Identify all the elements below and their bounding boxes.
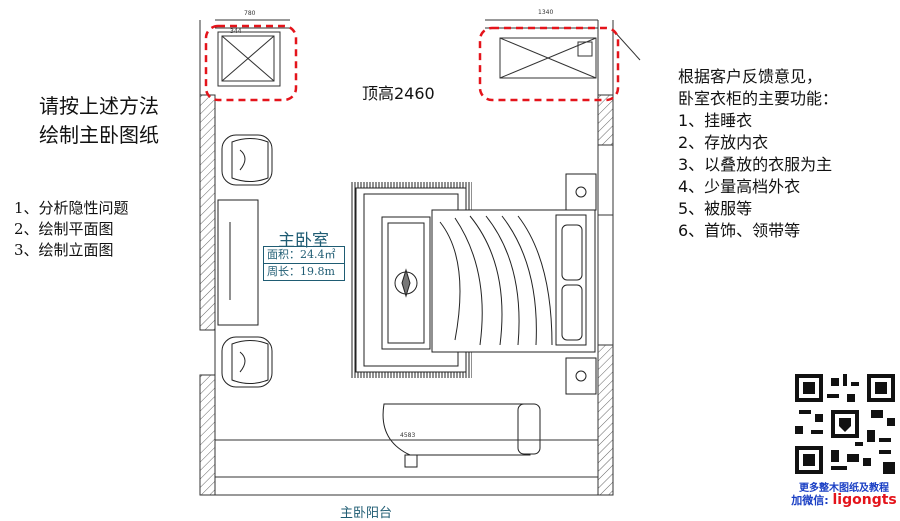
watermark-line1: 更多整木图纸及教程 (799, 483, 889, 494)
highlight-right-wardrobe (478, 26, 620, 102)
requirement-item: 3、以叠放的衣服为主 (678, 155, 833, 174)
dimension-sofa: 4583 (400, 432, 416, 439)
requirements-panel: 根据客户反馈意见， 卧室衣柜的主要功能： 1、挂睡衣 2、存放内衣 3、以叠放的… (678, 66, 838, 242)
task-title: 请按上述方法 绘制主卧图纸 (14, 92, 184, 150)
balcony-label: 主卧阳台 (340, 506, 393, 521)
task-step-2: 2、绘制平面图 (14, 220, 114, 238)
bed-bench (381, 216, 431, 350)
task-steps: 1、分析隐性问题 2、绘制平面图 3、绘制立面图 (14, 198, 129, 261)
nightstand-bottom (565, 357, 597, 395)
watermark-line2: 加微信: ligongts (788, 492, 900, 508)
task-step-1: 1、分析隐性问题 (14, 199, 129, 217)
requirements-heading-1: 根据客户反馈意见， (678, 67, 823, 86)
requirement-item: 1、挂睡衣 (678, 111, 753, 130)
requirement-item: 4、少量高档外衣 (678, 177, 801, 196)
nightstand-top (565, 173, 597, 211)
task-step-3: 3、绘制立面图 (14, 241, 114, 259)
armchair-top (221, 134, 273, 186)
dimension-left-top: 780 (244, 10, 256, 17)
right-wall (597, 20, 641, 496)
watermark-prefix: 加微信: (791, 494, 829, 507)
dimension-right-top: 1340 (538, 9, 554, 16)
armchair-bottom (221, 336, 273, 388)
requirements-heading-2: 卧室衣柜的主要功能： (678, 89, 839, 108)
room-area: 面积：24.4㎡ (267, 248, 336, 261)
room-info-box: 面积：24.4㎡ 周长：19.8m (263, 246, 345, 281)
top-wall-right (485, 19, 598, 79)
bed (431, 209, 596, 353)
top-wall-left (215, 19, 290, 87)
ceiling-height-label: 顶高2460 (362, 84, 435, 103)
desk-cabinet (217, 199, 259, 326)
task-title-line2: 绘制主卧图纸 (39, 123, 159, 147)
highlight-left-wardrobe (204, 24, 298, 102)
sofa (382, 403, 541, 468)
dimension-left-inner: 344 (230, 28, 242, 35)
requirement-item: 5、被服等 (678, 199, 753, 218)
requirement-item: 2、存放内衣 (678, 133, 769, 152)
requirement-item: 6、首饰、领带等 (678, 221, 801, 240)
qr-code-icon (795, 374, 895, 474)
room-perimeter: 周长：19.8m (264, 263, 344, 280)
task-title-line1: 请按上述方法 (39, 94, 159, 118)
watermark-wechat-id: ligongts (832, 492, 897, 508)
